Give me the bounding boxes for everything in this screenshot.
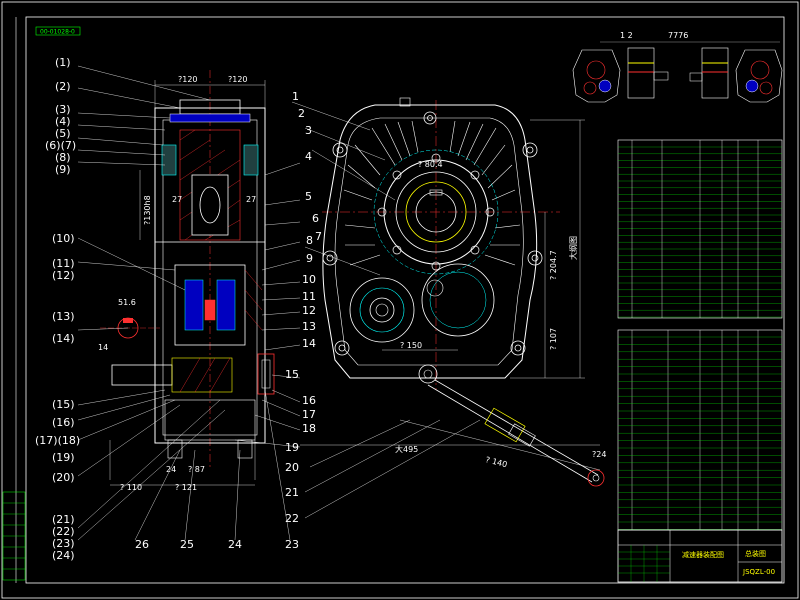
callout-right-11: 11: [302, 290, 316, 303]
dim-width-overall: 大495: [395, 444, 418, 454]
parts-list-upper: [617, 139, 783, 319]
callout-right-2: 2: [298, 107, 305, 120]
drawing-number-stamp-box: [35, 26, 81, 36]
callout-right-5: 5: [305, 190, 312, 203]
front-view: ? 80.4 ? 204.7 大纲图 ? 107 ? 150 大495 ? 14…: [300, 97, 606, 487]
callout-left-11: (11): [52, 257, 75, 270]
callout-left-10: (10): [52, 232, 75, 245]
callout-left-20: (20): [52, 471, 75, 484]
dim-tooth-right: 27: [246, 195, 256, 204]
callout-right-1: 1: [292, 90, 299, 103]
inner-frame: [25, 16, 785, 584]
drawing-number-stamp: 00-01028-0: [40, 29, 75, 36]
dim-lower-width: ? 150: [400, 341, 422, 350]
callout-right-20: 20: [285, 461, 299, 474]
section-view: [100, 70, 275, 470]
callout-left-9: (9): [55, 163, 71, 176]
dim-height-total: 大纲图: [568, 236, 578, 260]
callout-right-19: 19: [285, 441, 299, 454]
dim-top-left: ?120: [178, 75, 198, 84]
callout-right-13: 13: [302, 320, 316, 333]
callout-left-21: (21): [52, 513, 75, 526]
callout-left-12: (12): [52, 269, 75, 282]
callout-right-23: 23: [285, 538, 299, 551]
callout-bottom-25: 25: [180, 538, 194, 551]
title-block-drawing-name: 总装图: [745, 549, 766, 558]
dim-bottom-right: ? 121: [175, 483, 197, 492]
callout-left-1: (1): [55, 56, 71, 69]
dim-arm-length: ? 140: [485, 455, 509, 469]
callout-left-3: (3): [55, 103, 71, 116]
dim-small: 14: [98, 343, 108, 352]
callout-right-9: 9: [306, 252, 313, 265]
inset-label-right: 7776: [668, 31, 688, 40]
inset-views: 1 2 7776: [572, 31, 783, 103]
callout-right-16: 16: [302, 394, 316, 407]
callout-left-19: (19): [52, 451, 75, 464]
callout-left-14: (14): [52, 332, 75, 345]
left-callouts: (1) (2) (3) (4) (5) (6)(7) (8) (9) (10) …: [35, 56, 80, 562]
callout-right-10: 10: [302, 273, 316, 286]
callout-right-22: 22: [285, 512, 299, 525]
dim-bore: ? 80.4: [418, 160, 443, 169]
callout-left-13: (13): [52, 310, 75, 323]
callout-left-23: (23): [52, 537, 75, 550]
callout-left-4: (4): [55, 115, 71, 128]
callout-left-2: (2): [55, 80, 71, 93]
callout-bottom-24: 24: [228, 538, 242, 551]
callout-left-17-18: (17)(18): [35, 434, 80, 447]
dim-arm-diameter: ?24: [592, 450, 606, 459]
title-block-code: JSQZL-00: [742, 568, 775, 576]
dim-bottom-left: ? 110: [120, 483, 142, 492]
dim-bolt-diameter: ? 87: [188, 465, 205, 474]
inset-label-left: 1 2: [620, 31, 633, 40]
callout-left-24: (24): [52, 549, 75, 562]
callout-right-8: 8: [306, 234, 313, 247]
dim-tooth-left: 27: [172, 195, 182, 204]
callout-right-17: 17: [302, 408, 316, 421]
callout-right-14: 14: [302, 337, 316, 350]
callout-right-4: 4: [305, 150, 312, 163]
callout-left-5: (5): [55, 127, 71, 140]
callout-left-15: (15): [52, 398, 75, 411]
callout-right-12: 12: [302, 304, 316, 317]
callout-right-7: 7: [315, 230, 322, 243]
dim-top-right: ?120: [228, 75, 248, 84]
callout-bottom-26: 26: [135, 538, 149, 551]
parts-list-lower: [617, 329, 783, 531]
title-block-title: 减速器装配图: [682, 550, 724, 559]
right-callouts: 1 2 3 4 5 6 7 8 9 10 11 12 13 14 15 16 1…: [285, 90, 322, 551]
callout-left-16: (16): [52, 416, 75, 429]
callout-left-6-7: (6)(7): [45, 139, 76, 152]
dim-bolt-side: 24: [166, 465, 176, 474]
title-block: 减速器装配图 总装图 JSQZL-00: [617, 529, 783, 583]
callout-right-6: 6: [312, 212, 319, 225]
dim-key: 51.6: [118, 298, 136, 307]
callout-right-18: 18: [302, 422, 316, 435]
callout-right-3: 3: [305, 124, 312, 137]
callout-right-15: 15: [285, 368, 299, 381]
callout-left-22: (22): [52, 525, 75, 538]
dim-shaft-diameter: ?130h8: [143, 195, 152, 225]
callout-right-21: 21: [285, 486, 299, 499]
callout-left-8: (8): [55, 151, 71, 164]
dim-center-height: ? 204.7: [549, 250, 558, 280]
dim-lower-center: ? 107: [549, 328, 558, 350]
